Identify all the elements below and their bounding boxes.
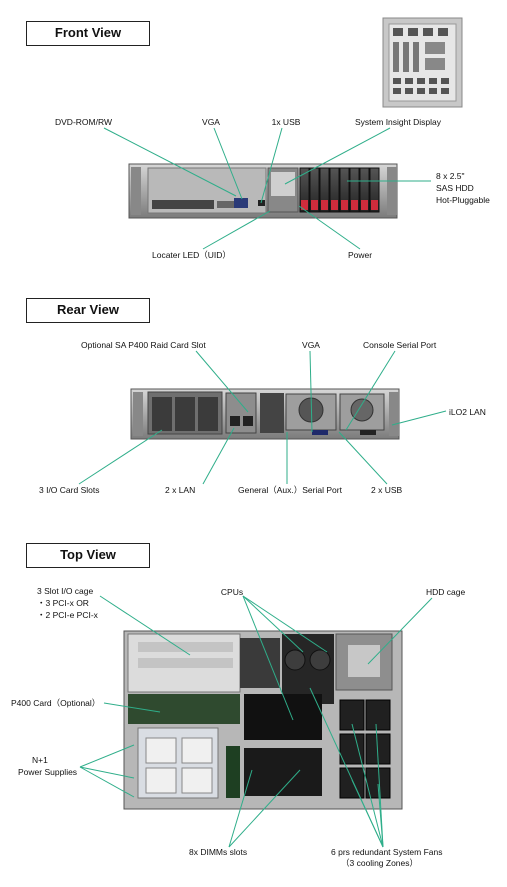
label-hdd-line1: 8 x 2.5" xyxy=(436,171,465,181)
label-hdd-line3: Hot-Pluggable xyxy=(436,195,490,205)
label-power: Power xyxy=(348,250,373,260)
label-raid-slot: Optional SA P400 Raid Card Slot xyxy=(81,340,206,350)
label-hdd-cage: HDD cage xyxy=(426,587,466,597)
rear-view-title: Rear View xyxy=(26,298,150,323)
label-rear-usb: 2 x USB xyxy=(371,485,403,495)
label-front-vga: VGA xyxy=(202,117,220,127)
front-view-title: Front View xyxy=(26,21,150,46)
label-fans-line2: （3 cooling Zones） xyxy=(341,858,419,868)
label-cpus: CPUs xyxy=(220,587,244,597)
label-fans-line1: 6 prs redundant System Fans xyxy=(331,847,443,857)
top-chassis xyxy=(123,630,403,810)
label-lan: 2 x LAN xyxy=(165,485,196,495)
label-console-serial: Console Serial Port xyxy=(363,340,437,350)
label-hdd-line2: SAS HDD xyxy=(436,183,474,193)
label-io-cage-line2: ・3 PCI-x OR xyxy=(37,598,89,608)
rear-chassis xyxy=(130,388,400,440)
label-general-serial: General（Aux.）Serial Port xyxy=(238,485,342,495)
label-p400-card: P400 Card（Optional） xyxy=(11,698,101,708)
label-insight-display: System Insight Display xyxy=(355,117,441,127)
top-view-title: Top View xyxy=(26,543,150,568)
label-dvd: DVD-ROM/RW xyxy=(55,117,112,127)
label-front-usb: 1x USB xyxy=(271,117,301,127)
label-psu-line2: Power Supplies xyxy=(18,767,78,777)
label-io-slots: 3 I/O Card Slots xyxy=(39,485,100,495)
front-chassis xyxy=(128,163,398,219)
system-insight-display-panel xyxy=(382,17,463,108)
label-psu-line1: N+1 xyxy=(32,755,48,765)
label-ilo-lan: iLO2 LAN xyxy=(449,407,486,417)
label-io-cage-line1: 3 Slot I/O cage xyxy=(37,586,94,596)
label-locator-led: Locater LED（UID） xyxy=(152,250,231,260)
label-rear-vga: VGA xyxy=(302,340,320,350)
label-dimms: 8x DIMMs slots xyxy=(189,847,248,857)
label-io-cage-line3: ・2 PCI-e PCI-x xyxy=(37,610,98,620)
